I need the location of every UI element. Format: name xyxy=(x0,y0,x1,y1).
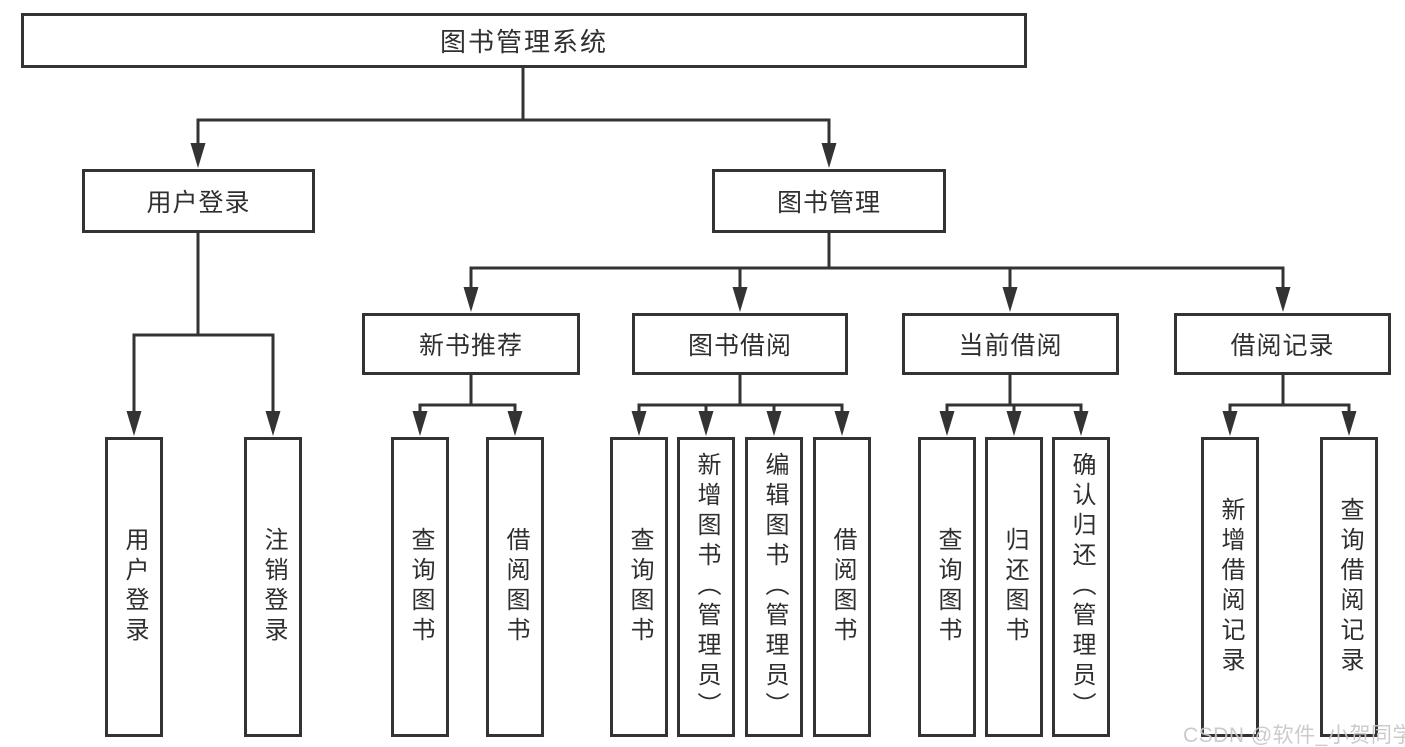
node-label: 图书借阅 xyxy=(687,332,792,360)
node-label: 查询借阅记录 xyxy=(1336,497,1363,677)
node-label: 新增借阅记录 xyxy=(1217,497,1244,677)
arrowhead xyxy=(939,411,955,436)
arrowhead xyxy=(190,143,206,168)
leaf-borrow-books-2: 借阅图书 xyxy=(813,437,871,737)
node-label: 查询图书 xyxy=(407,527,434,647)
node-new-book-recommend: 新书推荐 xyxy=(362,313,580,375)
node-label: 查询图书 xyxy=(626,527,653,647)
leaf-query-books-1: 查询图书 xyxy=(391,437,449,737)
node-label: 注销登录 xyxy=(260,527,287,647)
node-label: 新书推荐 xyxy=(418,332,523,360)
node-label: 借阅图书 xyxy=(502,527,529,647)
node-label: 编辑图书（管理员） xyxy=(761,452,788,722)
leaf-query-borrow-record: 查询借阅记录 xyxy=(1320,437,1378,737)
arrowhead xyxy=(265,411,281,436)
leaf-add-book-admin: 新增图书（管理员） xyxy=(677,437,735,737)
arrowhead xyxy=(698,411,714,436)
leaf-borrow-books-1: 借阅图书 xyxy=(486,437,544,737)
leaf-add-borrow-record: 新增借阅记录 xyxy=(1201,437,1259,737)
leaf-query-books-3: 查询图书 xyxy=(918,437,976,737)
leaf-query-books-2: 查询图书 xyxy=(610,437,668,737)
node-label: 用户登录 xyxy=(121,527,148,647)
node-label: 图书管理系统 xyxy=(439,27,608,57)
arrowhead xyxy=(463,287,479,312)
node-library-management-system: 图书管理系统 xyxy=(21,13,1027,68)
node-label: 用户登录 xyxy=(146,189,251,217)
node-borrowing-records: 借阅记录 xyxy=(1174,313,1391,375)
connector-borrowrecords-to-leaves xyxy=(1228,375,1351,414)
arrowhead xyxy=(1073,411,1089,436)
node-book-borrowing: 图书借阅 xyxy=(632,313,848,375)
node-label: 确认归还（管理员） xyxy=(1068,452,1095,722)
arrowhead xyxy=(1006,411,1022,436)
leaf-user-login: 用户登录 xyxy=(105,437,163,737)
arrowhead xyxy=(507,411,523,436)
node-label: 图书管理 xyxy=(776,189,881,217)
node-book-management: 图书管理 xyxy=(712,169,946,233)
connector-bookmgmt-to-level3 xyxy=(469,233,1285,290)
arrowhead xyxy=(1275,287,1291,312)
arrowhead xyxy=(766,411,782,436)
arrowhead xyxy=(834,411,850,436)
leaf-confirm-return-admin: 确认归还（管理员） xyxy=(1052,437,1110,737)
arrowhead xyxy=(821,143,837,168)
node-user-login: 用户登录 xyxy=(82,169,315,233)
connector-newbookrec-to-leaves xyxy=(418,375,517,414)
node-label: 当前借阅 xyxy=(958,332,1063,360)
connector-currentborrow-to-leaves xyxy=(945,375,1083,414)
connector-root-to-level2 xyxy=(196,68,831,146)
arrowhead xyxy=(732,287,748,312)
connector-lines xyxy=(132,68,1351,414)
leaf-return-book: 归还图书 xyxy=(985,437,1043,737)
csdn-watermark: CSDN @软件_小贺同学 xyxy=(1183,724,1405,747)
node-label: 新增图书（管理员） xyxy=(693,452,720,722)
arrowhead xyxy=(631,411,647,436)
arrowheads xyxy=(126,143,1357,436)
node-label: 借阅记录 xyxy=(1230,332,1335,360)
node-label: 借阅图书 xyxy=(829,527,856,647)
arrowhead xyxy=(126,411,142,436)
leaf-logout: 注销登录 xyxy=(244,437,302,737)
leaf-edit-book-admin: 编辑图书（管理员） xyxy=(745,437,803,737)
node-label: 归还图书 xyxy=(1001,527,1028,647)
node-label: 查询图书 xyxy=(934,527,961,647)
arrowhead xyxy=(412,411,428,436)
arrowhead xyxy=(1002,287,1018,312)
arrowhead xyxy=(1222,411,1238,436)
arrowhead xyxy=(1341,411,1357,436)
connector-bookborrow-to-leaves xyxy=(637,375,844,414)
node-current-borrowing: 当前借阅 xyxy=(902,313,1119,375)
connector-userlogin-to-leaves xyxy=(132,233,275,414)
